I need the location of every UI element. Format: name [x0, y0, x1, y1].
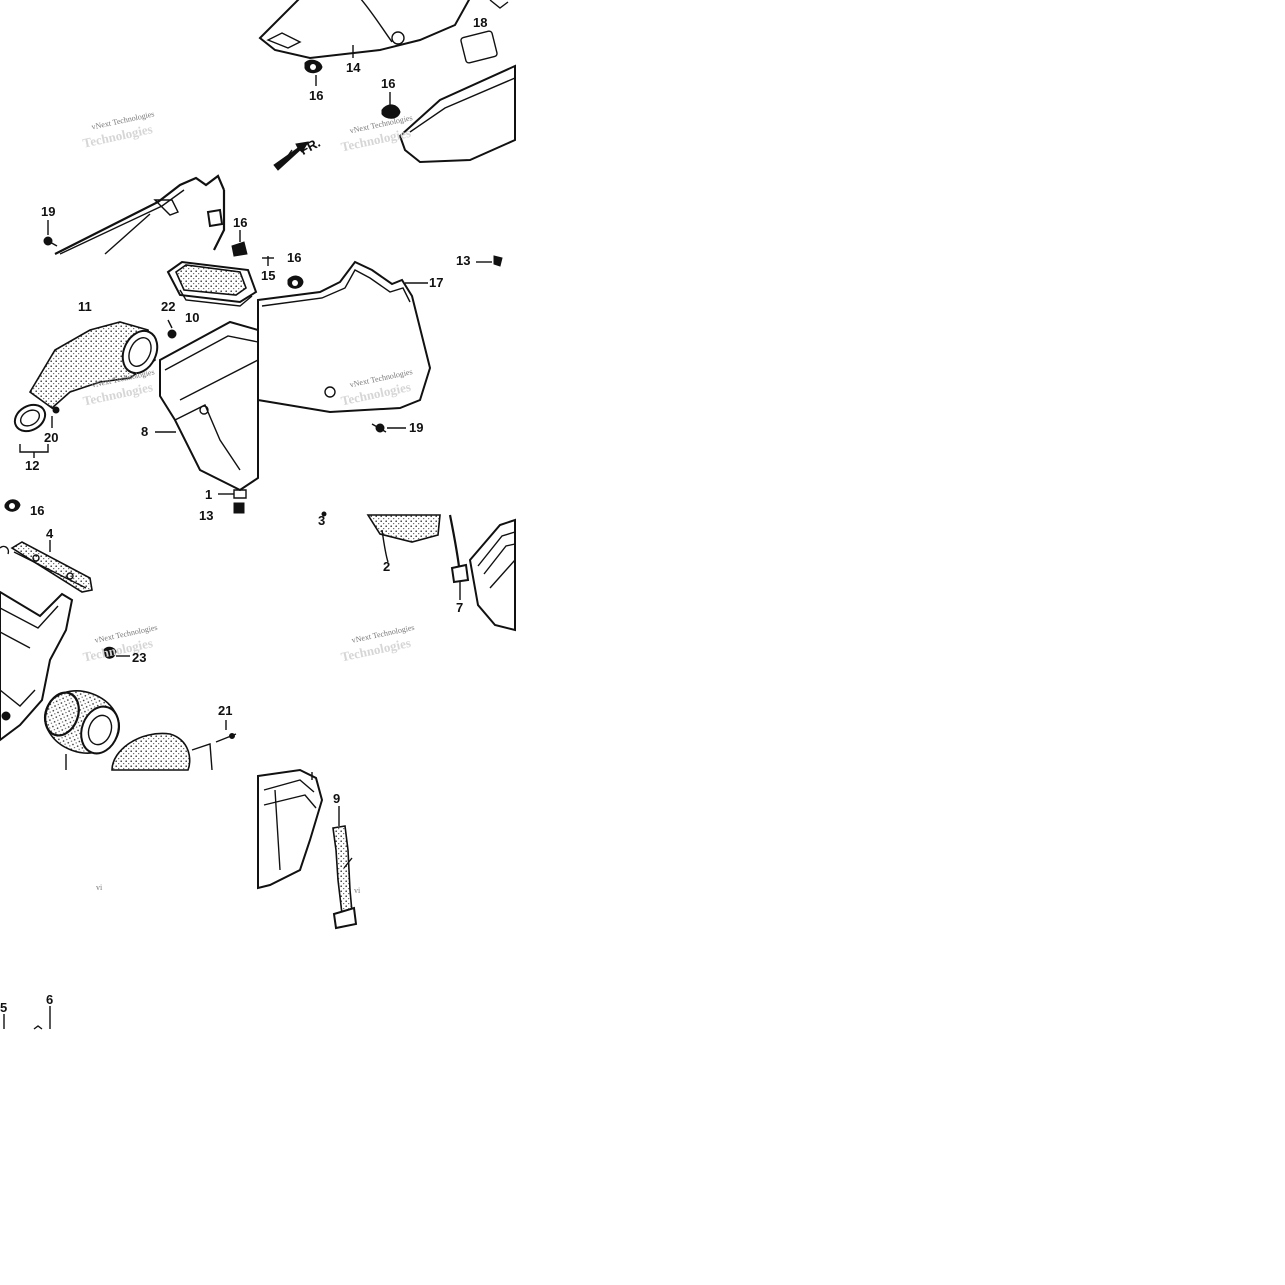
- callout-16: 16: [381, 76, 395, 91]
- callout-18: 18: [473, 15, 487, 30]
- callout-2: 2: [383, 559, 390, 574]
- tile-air-cleaner-element: [0, 540, 237, 771]
- callout-7: 7: [456, 600, 463, 615]
- callout-1: 1: [205, 487, 212, 502]
- callout-19: 19: [409, 420, 423, 435]
- callout-16: 16: [233, 215, 247, 230]
- part-number-callouts: 18 14 16 16 19 16 15 16 17 13 11 22 10 1…: [0, 15, 487, 1015]
- callout-15: 15: [261, 268, 275, 283]
- tile-top-cover: [258, 0, 516, 171]
- watermark-1: Technologies vNext Technologies: [81, 109, 155, 150]
- callout-16: 16: [287, 250, 301, 265]
- callout-11: 11: [78, 299, 92, 314]
- callout-19: 19: [41, 204, 55, 219]
- callout-3: 3: [318, 513, 325, 528]
- callout-5: 5: [0, 1000, 7, 1015]
- watermark-fragment-2: vi: [354, 886, 361, 895]
- callout-6: 6: [46, 992, 53, 1007]
- watermark-5: Technologies vNext Technologies: [81, 623, 158, 665]
- callout-22: 22: [161, 299, 175, 314]
- callout-21: 21: [218, 703, 232, 718]
- callout-17: 17: [429, 275, 443, 290]
- callout-20: 20: [44, 430, 58, 445]
- tile-air-filter-housing: [321, 511, 516, 632]
- direction-label: FR.: [297, 135, 323, 158]
- callout-13: 13: [199, 508, 213, 523]
- callout-4: 4: [46, 526, 54, 541]
- callout-10: 10: [185, 310, 199, 325]
- tile-side-cover-left: [257, 255, 503, 433]
- tile-lower-parts: [3, 768, 358, 1030]
- callout-13: 13: [456, 253, 470, 268]
- watermarks: Technologies vNext Technologies Technolo…: [81, 109, 415, 895]
- tile-air-cleaner-case: [4, 260, 259, 514]
- callout-16: 16: [309, 88, 323, 103]
- callout-14: 14: [346, 60, 361, 75]
- callout-8: 8: [141, 424, 148, 439]
- watermark-fragment-1: vi: [96, 883, 103, 892]
- callout-9: 9: [333, 791, 340, 806]
- watermark-6: Technologies vNext Technologies: [339, 623, 415, 665]
- callout-23: 23: [132, 650, 146, 665]
- callout-16: 16: [30, 503, 44, 518]
- tile-side-cover-frame: [43, 174, 248, 257]
- callout-12: 12: [25, 458, 39, 473]
